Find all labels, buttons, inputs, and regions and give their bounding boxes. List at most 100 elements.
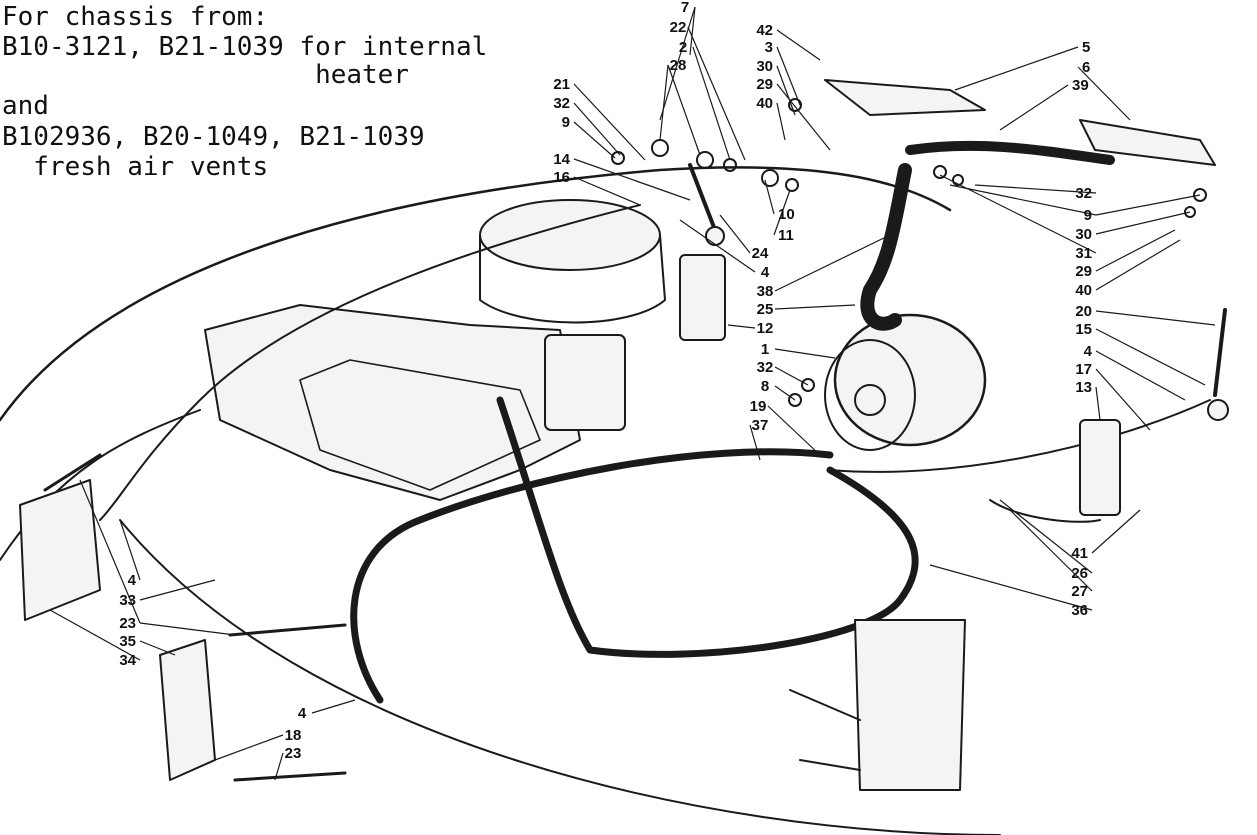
callout-label-31: 31 bbox=[1075, 245, 1092, 262]
washer-part bbox=[952, 174, 964, 186]
lever-knob-20 bbox=[1207, 399, 1229, 421]
callout-label-19: 19 bbox=[750, 398, 767, 415]
callout-label-35: 35 bbox=[119, 633, 136, 650]
leader-line-37 bbox=[749, 424, 761, 461]
callout-label-36: 36 bbox=[1071, 602, 1088, 619]
leader-line-7 bbox=[689, 6, 696, 56]
leader-line-35 bbox=[139, 640, 176, 656]
callout-label-4: 4 bbox=[761, 264, 770, 281]
leader-line-13 bbox=[1095, 386, 1101, 421]
callout-label-27: 27 bbox=[1071, 583, 1088, 600]
callout-label-30: 30 bbox=[1075, 226, 1092, 243]
callout-labels: 7222282132914164233029405639101124438251… bbox=[119, 0, 1092, 762]
washer-part bbox=[1193, 188, 1207, 202]
heater-face bbox=[824, 339, 916, 451]
control-cable-2 bbox=[829, 399, 1211, 473]
engine-block bbox=[204, 304, 581, 501]
leader-line-23 bbox=[79, 479, 141, 624]
callout-label-34: 34 bbox=[119, 652, 136, 669]
leader-line-30 bbox=[776, 65, 796, 116]
leader-line-17 bbox=[1095, 368, 1151, 431]
callout-label-42: 42 bbox=[756, 22, 773, 39]
vent-grille-12 bbox=[679, 254, 726, 341]
leader-line-29 bbox=[776, 83, 831, 151]
leader-line-28 bbox=[667, 64, 701, 156]
left-vent-flap-upper bbox=[19, 479, 101, 621]
callout-label-29: 29 bbox=[1075, 263, 1092, 280]
washer-part bbox=[785, 178, 799, 192]
callout-label-11: 11 bbox=[778, 227, 794, 244]
title-line-1: For chassis from: bbox=[2, 2, 269, 32]
callout-label-40: 40 bbox=[756, 95, 773, 112]
callout-label-10: 10 bbox=[778, 206, 795, 223]
suspension-arm bbox=[789, 689, 861, 771]
leader-line-9 bbox=[1095, 194, 1201, 216]
washer-part bbox=[723, 158, 737, 172]
leader-line-10 bbox=[764, 179, 775, 215]
leader-line-32 bbox=[774, 366, 809, 386]
leader-line-4 bbox=[311, 699, 356, 714]
leader-line-3 bbox=[776, 46, 801, 106]
leader-line-4 bbox=[679, 219, 756, 273]
callout-label-16: 16 bbox=[553, 169, 570, 186]
callout-label-32: 32 bbox=[1075, 185, 1092, 202]
callout-label-5: 5 bbox=[1082, 39, 1090, 56]
leader-line-24 bbox=[719, 214, 751, 254]
leader-line-33 bbox=[139, 579, 216, 601]
leader-line-23 bbox=[274, 752, 284, 781]
leader-line-2 bbox=[692, 46, 731, 161]
lever-knob-24 bbox=[705, 226, 725, 246]
leader-line-8 bbox=[774, 385, 796, 401]
defroster-hose bbox=[905, 140, 1115, 165]
leader-line-27 bbox=[1009, 509, 1093, 592]
leader-line-15 bbox=[1095, 328, 1206, 386]
callout-label-22: 22 bbox=[670, 19, 687, 36]
leader-line-14 bbox=[573, 158, 691, 201]
callout-label-41: 41 bbox=[1071, 545, 1088, 562]
callout-label-23: 23 bbox=[285, 745, 302, 762]
callout-label-1: 1 bbox=[761, 341, 769, 358]
leader-line-5 bbox=[954, 46, 1079, 91]
control-cable-1 bbox=[99, 204, 641, 521]
callout-label-29: 29 bbox=[756, 76, 773, 93]
leader-line-22 bbox=[687, 26, 746, 161]
leader-line-25 bbox=[774, 304, 856, 310]
defroster-outlet-left bbox=[824, 79, 986, 116]
body-shell bbox=[0, 166, 952, 422]
callout-label-9: 9 bbox=[562, 114, 570, 131]
callout-label-26: 26 bbox=[1071, 565, 1088, 582]
nut-part bbox=[801, 378, 815, 392]
callout-label-15: 15 bbox=[1075, 321, 1092, 338]
callout-label-18: 18 bbox=[285, 727, 302, 744]
heater-hub bbox=[854, 384, 886, 416]
leader-line-9 bbox=[949, 184, 1097, 216]
leader-line-28 bbox=[659, 64, 669, 141]
title-line-5: B102936, B20-1049, B21-1039 bbox=[2, 122, 425, 152]
leader-line-21 bbox=[573, 83, 646, 161]
title-line-4: and bbox=[2, 91, 49, 121]
air-cleaner bbox=[479, 199, 661, 271]
leader-line-34 bbox=[49, 609, 141, 661]
callout-label-8: 8 bbox=[761, 378, 769, 395]
callout-label-21: 21 bbox=[553, 76, 570, 93]
defroster-outlet-right bbox=[1079, 119, 1216, 166]
callout-label-33: 33 bbox=[119, 592, 136, 609]
callout-label-14: 14 bbox=[553, 151, 570, 168]
callout-label-2: 2 bbox=[679, 39, 687, 56]
leader-line-16 bbox=[573, 176, 641, 206]
washer-part bbox=[696, 151, 714, 169]
washer-part bbox=[651, 139, 669, 157]
leader-line-38 bbox=[774, 234, 891, 292]
callout-label-23: 23 bbox=[119, 615, 136, 632]
callout-label-20: 20 bbox=[1075, 303, 1092, 320]
leader-line-19 bbox=[767, 405, 821, 456]
leader-line-32 bbox=[573, 102, 621, 156]
callout-label-4: 4 bbox=[128, 572, 137, 589]
leader-line-7 bbox=[659, 6, 696, 121]
leader-line-18 bbox=[214, 734, 284, 761]
title-line-2: B10-3121, B21-1039 for internal bbox=[2, 32, 488, 62]
leader-line-12 bbox=[727, 324, 756, 329]
nut-part bbox=[788, 393, 802, 407]
